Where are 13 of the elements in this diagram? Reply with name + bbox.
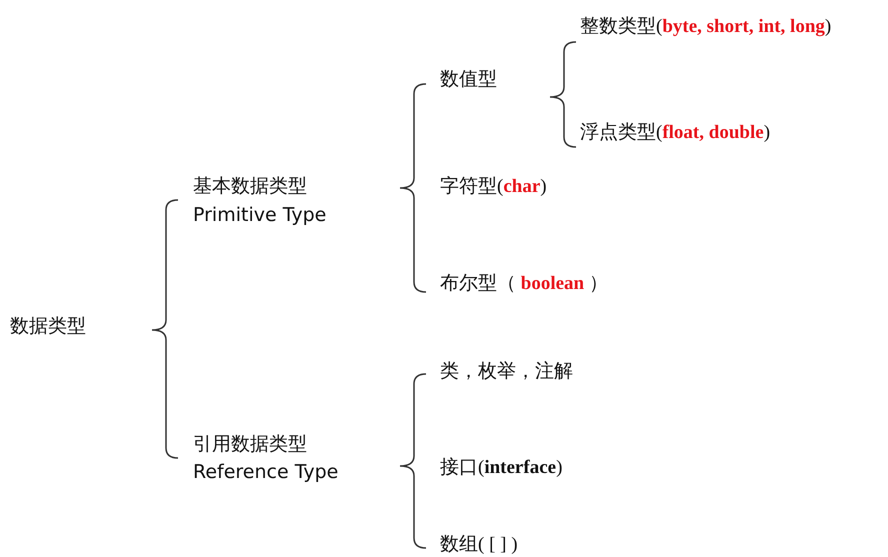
type-label: 数组( [ ] ) — [440, 533, 518, 557]
type-label: 浮点类型(float, double) — [580, 121, 770, 145]
category-label: 基本数据类型 — [193, 175, 307, 199]
root-label: 数据类型 — [10, 315, 86, 339]
type-label: 接口(interface) — [440, 456, 562, 480]
type-label: 类，枚举，注解 — [440, 360, 573, 384]
category-label: 数值型 — [440, 68, 497, 92]
type-label: 整数类型(byte, short, int, long) — [580, 15, 832, 39]
category-label: Primitive Type — [193, 203, 326, 227]
type-label: 字符型(char) — [440, 175, 547, 199]
category-label: 引用数据类型 — [193, 433, 307, 457]
category-label: Reference Type — [193, 460, 338, 484]
type-label: 布尔型（ boolean ） — [440, 272, 608, 296]
